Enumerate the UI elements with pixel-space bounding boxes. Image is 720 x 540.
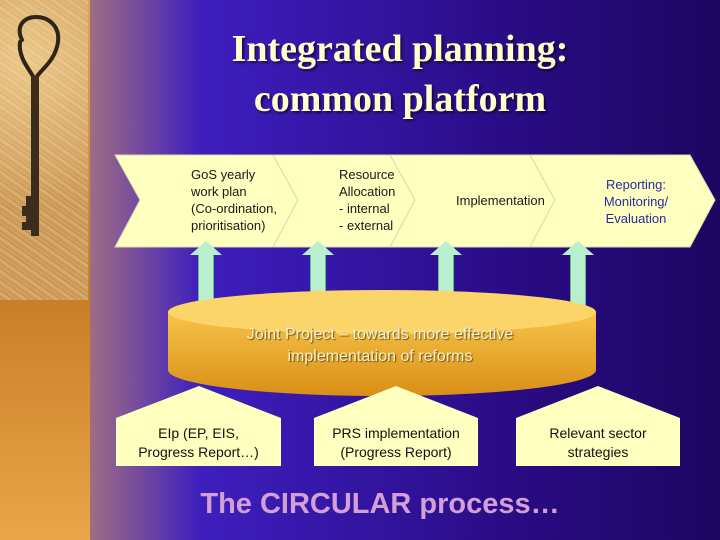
joint-project-line-2: implementation of reforms <box>287 348 473 365</box>
input-arrow-2 <box>314 386 478 466</box>
flow-step-2-line-2: Allocation <box>339 184 395 199</box>
input-3-text: Relevant sector strategies <box>516 424 680 462</box>
flow-step-4-shape <box>529 154 716 248</box>
input-arrow-3 <box>516 386 680 466</box>
flow-step-1-line-3: (Co-ordination, <box>191 201 277 216</box>
input-3-line-1: Relevant sector <box>549 425 647 441</box>
flow-step-1-line-2: work plan <box>191 184 247 199</box>
joint-project-line-1: Joint Project – towards more effective <box>246 326 514 343</box>
flow-step-3-text: Implementation <box>456 192 552 209</box>
flow-step-2-text: Resource Allocation - internal - externa… <box>339 166 395 234</box>
flow-step-4-line-3: Evaluation <box>605 211 667 226</box>
flow-step-4-line-1: Reporting: <box>606 177 666 192</box>
caption-word-process: process… <box>419 488 560 520</box>
flow-step-4-text: Reporting: Monitoring/ Evaluation <box>584 176 688 227</box>
flow-step-1-line-4: prioritisation) <box>191 218 266 233</box>
input-2-line-1: PRS implementation <box>332 425 460 441</box>
flow-step-2-line-4: - external <box>339 218 394 233</box>
up-arrow-4 <box>562 241 594 311</box>
title-line-2: common platform <box>253 78 547 120</box>
input-arrow-1 <box>116 386 281 466</box>
flow-step-3-line-1: Implementation <box>456 193 545 208</box>
input-2-line-2: (Progress Report) <box>340 444 452 460</box>
caption-word-the: The <box>200 488 252 520</box>
input-1-line-1: EIp (EP, EIS, <box>158 425 239 441</box>
flow-step-4-line-2: Monitoring/ <box>603 194 669 209</box>
input-1-line-2: Progress Report…) <box>138 444 259 460</box>
input-1-text: EIp (EP, EIS, Progress Report…) <box>116 424 281 462</box>
flow-step-2-line-3: - internal <box>339 201 390 216</box>
key-photo <box>0 0 88 300</box>
title-line-1: Integrated planning: <box>231 28 569 70</box>
input-3-line-2: strategies <box>567 444 629 460</box>
flow-step-1-text: GoS yearly work plan (Co-ordination, pri… <box>191 166 287 234</box>
flow-step-2-line-1: Resource <box>339 167 395 182</box>
caption-word-circular: CIRCULAR <box>259 488 412 520</box>
input-2-text: PRS implementation (Progress Report) <box>312 424 480 462</box>
flow-step-1-line-1: GoS yearly <box>191 167 256 182</box>
up-arrow-1 <box>190 241 222 311</box>
